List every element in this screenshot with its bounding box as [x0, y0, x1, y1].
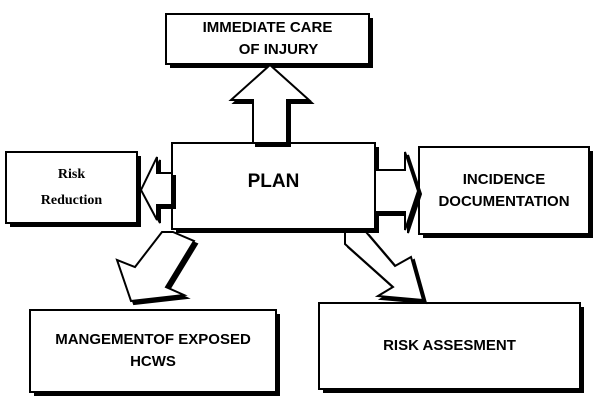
- immediate-care-line-1: IMMEDIATE CARE: [202, 19, 333, 37]
- management-box: [29, 309, 277, 393]
- immediate-care-line-2: OF INJURY: [238, 41, 319, 58]
- risk-reduction-line-2: Reduction: [40, 192, 103, 208]
- risk-assessment-box: [318, 302, 581, 390]
- immediate-care-box: [165, 13, 370, 65]
- risk-assessment-label: RISK ASSESMENT: [319, 303, 580, 389]
- management-label: MANGEMENTOF EXPOSED HCWS: [30, 310, 276, 392]
- incidence-box: [418, 146, 590, 235]
- risk-assessment-text: RISK ASSESMENT: [383, 337, 516, 355]
- arrow-up-to-immediate-care: [228, 63, 312, 144]
- management-line-2: HCWS: [130, 353, 176, 370]
- management-line-1: MANGEMENTOF EXPOSED: [55, 331, 251, 349]
- incidence-line-2: DOCUMENTATION: [438, 192, 570, 210]
- incidence-line-1: INCIDENCE: [462, 170, 546, 188]
- arrow-right-to-incidence: [374, 151, 420, 231]
- arrow-left-to-risk-reduction: [139, 156, 173, 221]
- immediate-care-label: IMMEDIATE CARE OF INJURY: [166, 14, 369, 64]
- risk-reduction-line-1: Risk: [57, 167, 86, 183]
- plan-text: PLAN: [247, 171, 300, 192]
- risk-reduction-label: Risk Reduction: [6, 152, 137, 223]
- incidence-label: INCIDENCE DOCUMENTATION: [419, 147, 589, 234]
- arrow-down-left-to-management: [115, 231, 196, 303]
- arrow-down-right-to-risk-assessment: [344, 231, 425, 302]
- risk-reduction-box: [5, 151, 138, 224]
- plan-label: PLAN: [172, 143, 375, 229]
